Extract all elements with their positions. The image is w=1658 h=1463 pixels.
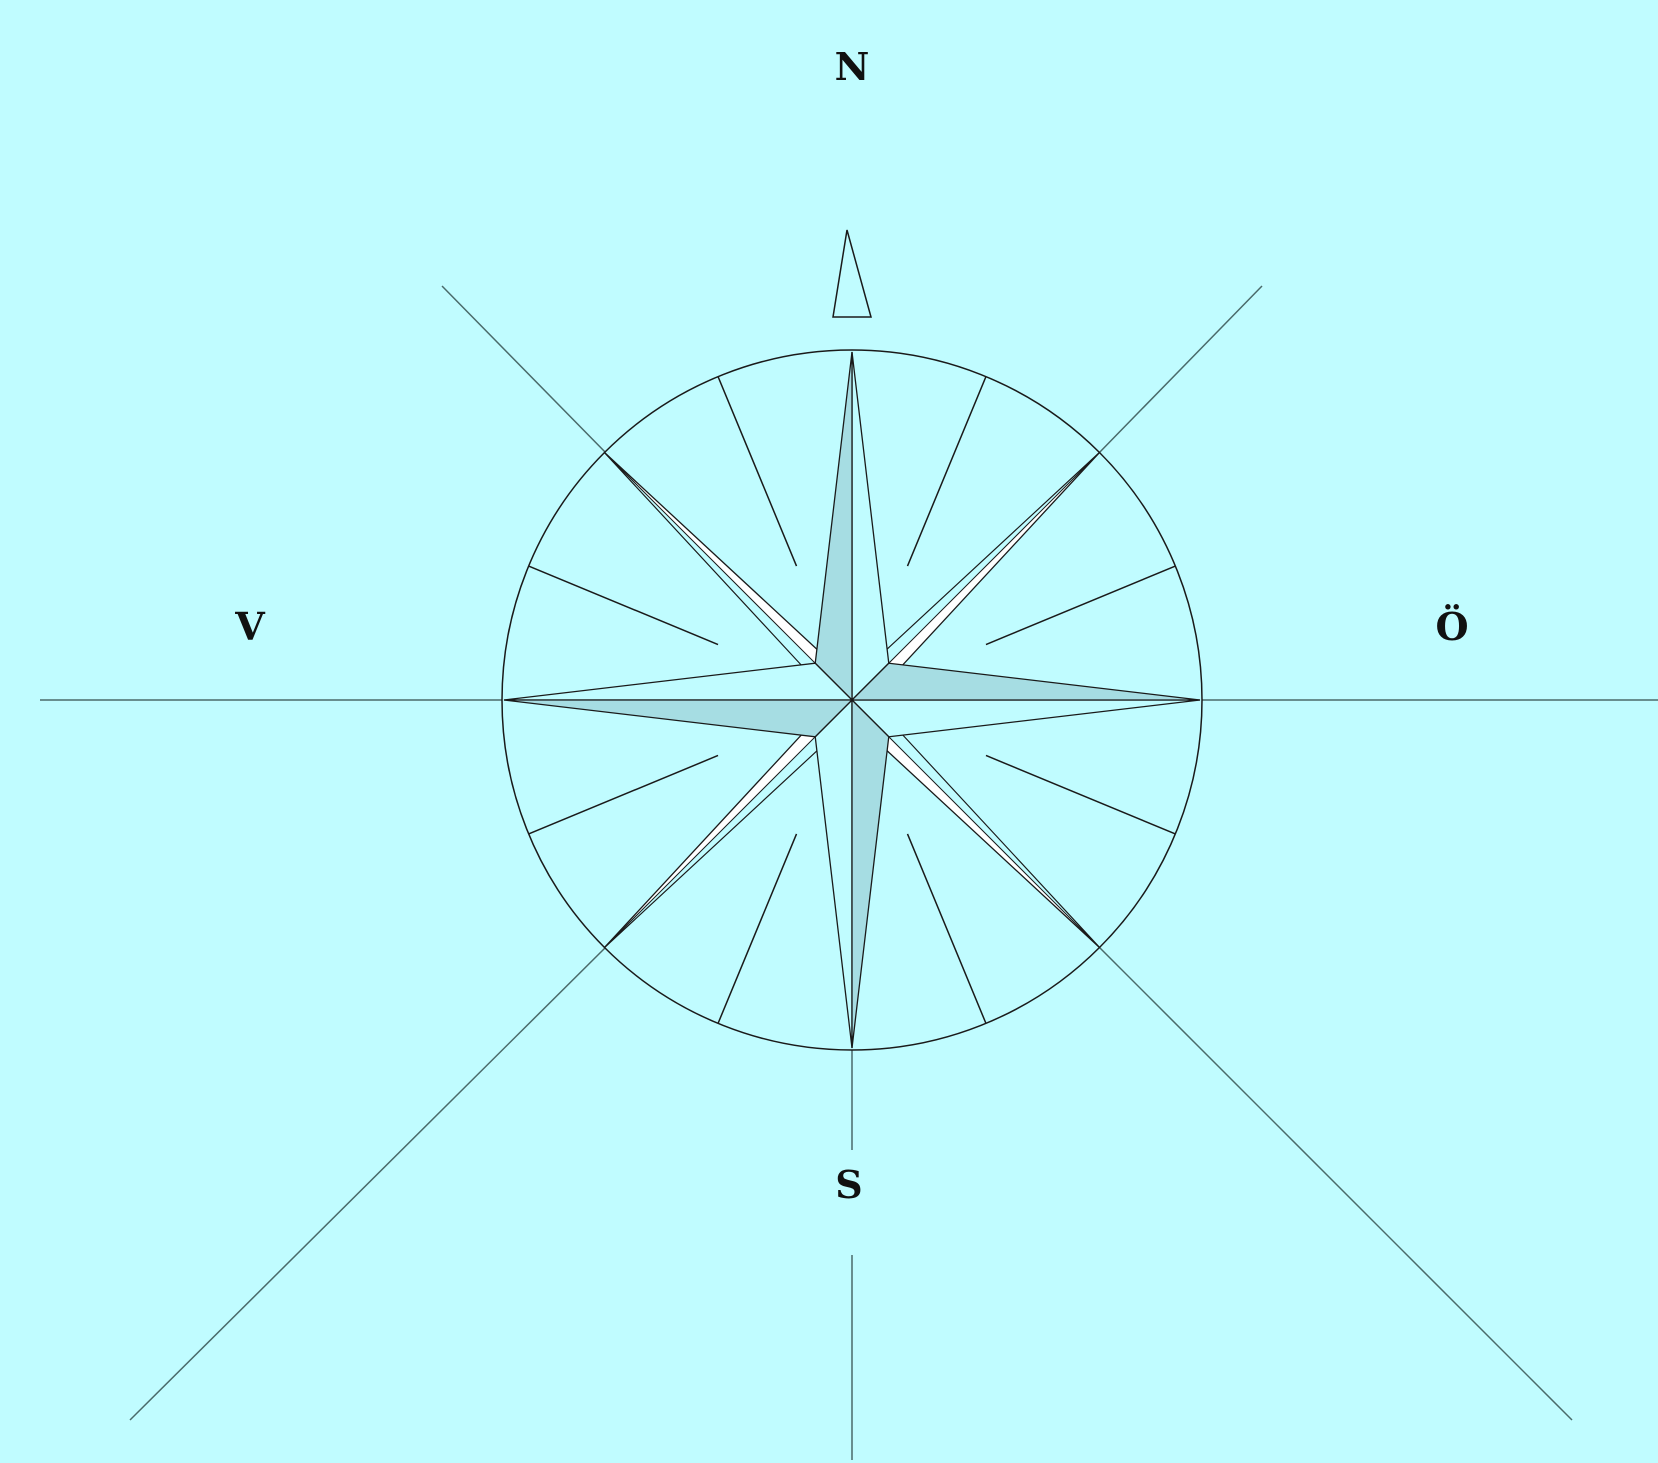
east-label: Ö xyxy=(1435,604,1468,649)
northwest-diagonal-line xyxy=(442,286,608,455)
southeast-diagonal-line xyxy=(1097,945,1572,1420)
south-label: S xyxy=(835,1162,862,1207)
north-pointer-marker xyxy=(833,230,871,317)
northeast-diagonal-line xyxy=(1097,286,1262,455)
west-label: V xyxy=(234,604,266,649)
north-label: N xyxy=(835,44,870,89)
southwest-diagonal-line xyxy=(130,945,608,1420)
